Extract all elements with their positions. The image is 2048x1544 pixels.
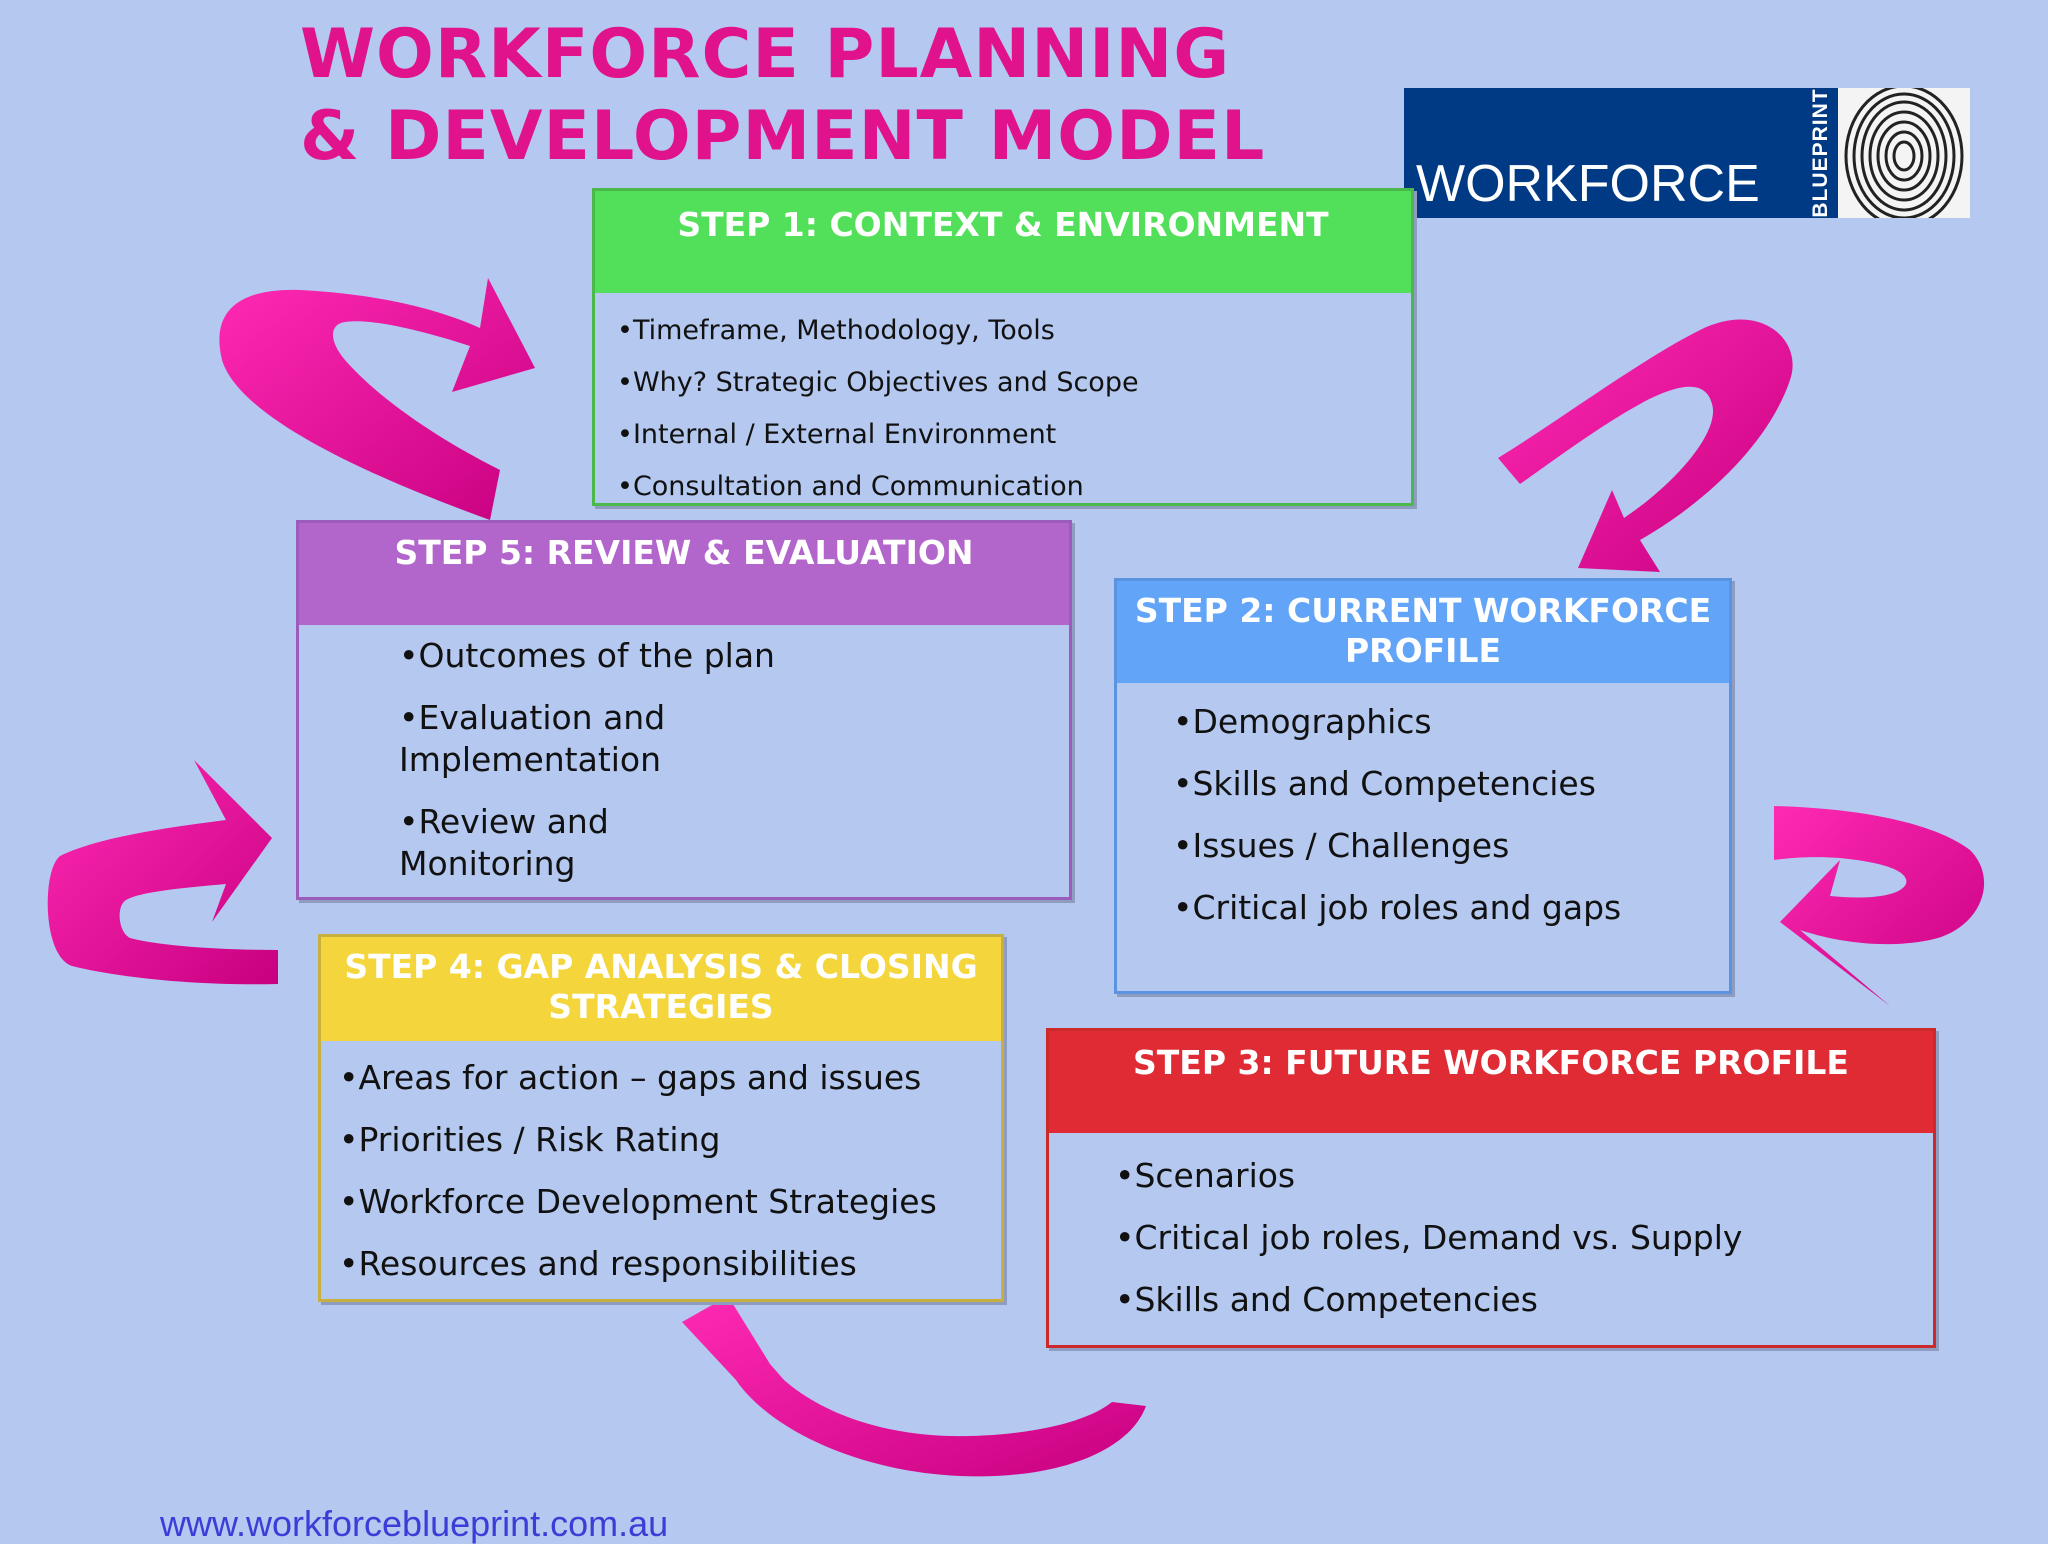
arrow-step2-to-step3 xyxy=(1774,806,1985,1006)
list-item: Scenarios xyxy=(1115,1145,1933,1207)
list-item: Critical job roles, Demand vs. Supply xyxy=(1115,1207,1933,1269)
title-line-2: & DEVELOPMENT MODEL xyxy=(300,97,1266,176)
logo-vertical-text: BLUEPRINT xyxy=(1804,88,1838,218)
arrow-step4-to-step5 xyxy=(47,760,278,985)
step-4-box: STEP 4: GAP ANALYSIS & CLOSING STRATEGIE… xyxy=(318,934,1004,1302)
list-item: Workforce Development Strategies xyxy=(339,1171,1001,1233)
page-title: WORKFORCE PLANNING & DEVELOPMENT MODEL xyxy=(300,14,1266,178)
list-item: Demographics xyxy=(1173,691,1729,753)
step-1-box: STEP 1: CONTEXT & ENVIRONMENT Timeframe,… xyxy=(592,188,1414,506)
fingerprint-icon xyxy=(1838,84,1970,228)
title-line-1: WORKFORCE PLANNING xyxy=(300,15,1231,94)
list-item: Issues / Challenges xyxy=(1173,815,1729,877)
step-2-list: Demographics Skills and Competencies Iss… xyxy=(1117,683,1729,939)
step-5-box: STEP 5: REVIEW & EVALUATION Outcomes of … xyxy=(296,520,1072,900)
step-2-box: STEP 2: CURRENT WORKFORCE PROFILE Demogr… xyxy=(1114,578,1732,994)
step-4-heading: STEP 4: GAP ANALYSIS & CLOSING STRATEGIE… xyxy=(321,937,1001,1041)
logo-vertical-label: BLUEPRINT xyxy=(1809,88,1832,218)
list-item: Review and Monitoring xyxy=(399,801,779,885)
list-item: Critical job roles and gaps xyxy=(1173,877,1729,939)
website-link[interactable]: www.workforceblueprint.com.au xyxy=(160,1503,669,1544)
step-3-list: Scenarios Critical job roles, Demand vs.… xyxy=(1049,1133,1933,1331)
list-item: Evaluation and Implementation xyxy=(399,697,779,781)
list-item: Priorities / Risk Rating xyxy=(339,1109,1001,1171)
step-4-list: Areas for action – gaps and issues Prior… xyxy=(321,1041,1001,1295)
step-3-box: STEP 3: FUTURE WORKFORCE PROFILE Scenari… xyxy=(1046,1028,1936,1348)
list-item: Internal / External Environment xyxy=(617,409,1411,461)
list-item: Resources and responsibilities xyxy=(339,1233,1001,1295)
list-item: Areas for action – gaps and issues xyxy=(339,1047,1001,1109)
arrow-step3-to-step4 xyxy=(682,1296,1146,1477)
logo-wordmark: WORKFORCE xyxy=(1416,155,1760,213)
list-item: Skills and Competencies xyxy=(1173,753,1729,815)
arrow-step5-to-step1 xyxy=(219,278,536,520)
list-item: Outcomes of the plan xyxy=(399,635,779,677)
step-5-list: Outcomes of the plan Evaluation and Impl… xyxy=(299,625,1069,885)
list-item: Skills and Competencies xyxy=(1115,1269,1933,1331)
arrow-step1-to-step2 xyxy=(1498,319,1793,572)
step-5-heading: STEP 5: REVIEW & EVALUATION xyxy=(299,523,1069,625)
list-item: Timeframe, Methodology, Tools xyxy=(617,305,1411,357)
step-2-heading: STEP 2: CURRENT WORKFORCE PROFILE xyxy=(1117,581,1729,683)
step-1-heading: STEP 1: CONTEXT & ENVIRONMENT xyxy=(595,191,1411,293)
list-item: Why? Strategic Objectives and Scope xyxy=(617,357,1411,409)
list-item: Consultation and Communication xyxy=(617,461,1411,513)
step-3-heading: STEP 3: FUTURE WORKFORCE PROFILE xyxy=(1049,1031,1933,1133)
step-1-list: Timeframe, Methodology, Tools Why? Strat… xyxy=(595,293,1411,513)
